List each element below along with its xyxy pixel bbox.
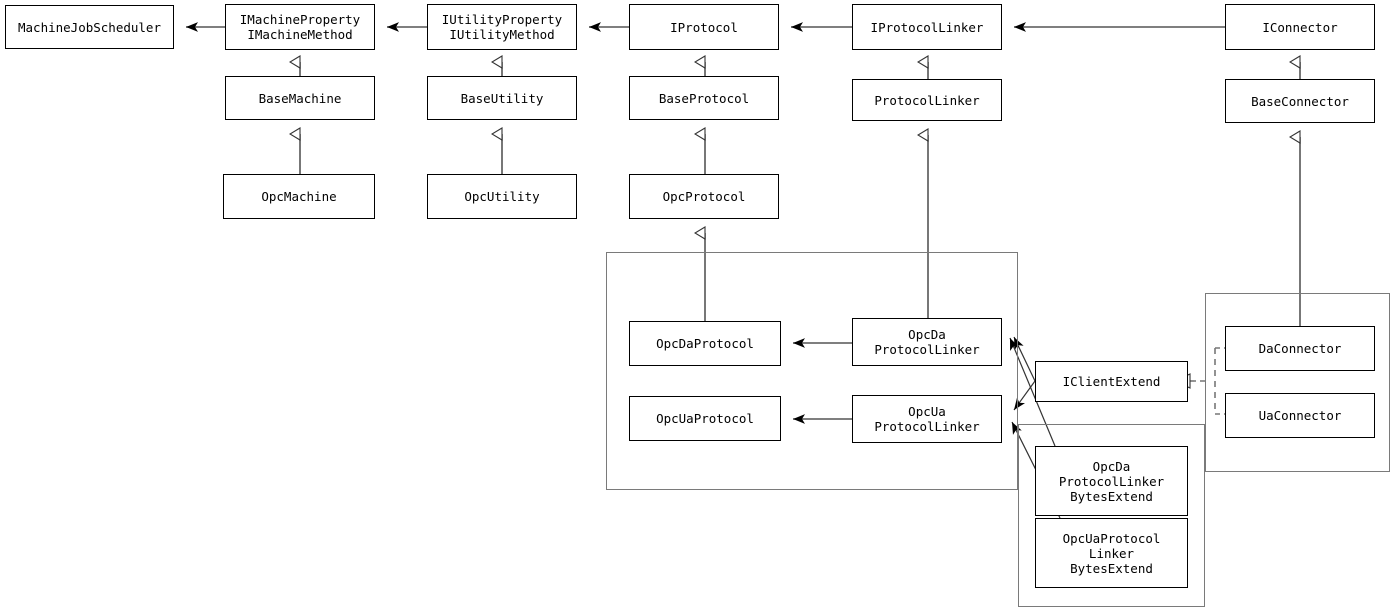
class-iprotocol[interactable]: IProtocol [629, 4, 779, 50]
class-opc-machine[interactable]: OpcMachine [223, 174, 375, 219]
class-machine-job-scheduler[interactable]: MachineJobScheduler [5, 5, 174, 49]
class-iclient-extend[interactable]: IClientExtend [1035, 361, 1188, 402]
class-base-connector[interactable]: BaseConnector [1225, 79, 1375, 123]
class-da-connector[interactable]: DaConnector [1225, 326, 1375, 371]
class-opc-ua-protocol-linker[interactable]: OpcUa ProtocolLinker [852, 395, 1002, 443]
class-imachine-property[interactable]: IMachineProperty IMachineMethod [225, 4, 375, 50]
class-opc-utility[interactable]: OpcUtility [427, 174, 577, 219]
group-extend [1018, 424, 1205, 607]
class-base-utility[interactable]: BaseUtility [427, 76, 577, 120]
class-iconnector[interactable]: IConnector [1225, 4, 1375, 50]
class-opc-da-protocol-linker[interactable]: OpcDa ProtocolLinker [852, 318, 1002, 366]
class-opc-da-protocol[interactable]: OpcDaProtocol [629, 321, 781, 366]
class-base-machine[interactable]: BaseMachine [225, 76, 375, 120]
group-opc-protocol [606, 252, 1018, 490]
class-opc-ua-protocol-linker-bytes-extend[interactable]: OpcUaProtocol Linker BytesExtend [1035, 518, 1188, 588]
class-iutility-property[interactable]: IUtilityProperty IUtilityMethod [427, 4, 577, 50]
class-base-protocol[interactable]: BaseProtocol [629, 76, 779, 120]
class-opc-protocol[interactable]: OpcProtocol [629, 174, 779, 219]
class-opc-da-protocol-linker-bytes-extend[interactable]: OpcDa ProtocolLinker BytesExtend [1035, 446, 1188, 516]
class-opc-ua-protocol[interactable]: OpcUaProtocol [629, 396, 781, 441]
group-connector [1205, 293, 1390, 472]
class-ua-connector[interactable]: UaConnector [1225, 393, 1375, 438]
class-iprotocol-linker[interactable]: IProtocolLinker [852, 4, 1002, 50]
class-protocol-linker[interactable]: ProtocolLinker [852, 79, 1002, 121]
